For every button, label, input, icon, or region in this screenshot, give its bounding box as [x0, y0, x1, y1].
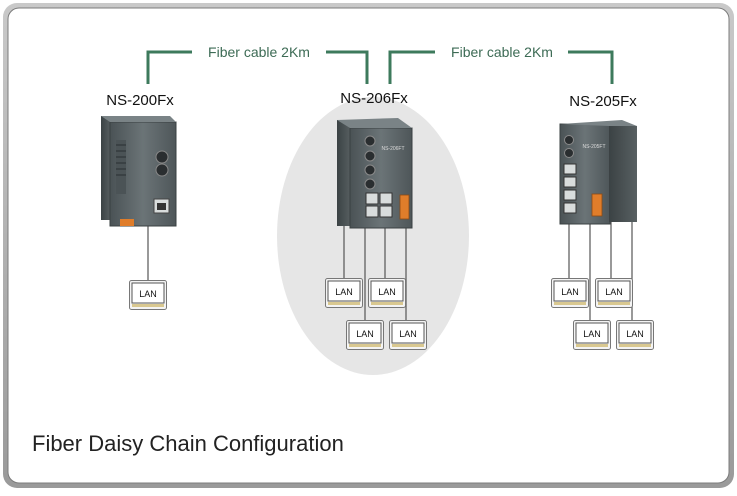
lan-label: LAN	[378, 287, 396, 297]
rj45-port	[379, 192, 393, 205]
device-ns206fx: NS-206FT	[337, 118, 413, 229]
lan-port-icon: LAN	[616, 320, 654, 350]
lan-port-icon: LAN	[368, 278, 406, 308]
rj45-port	[563, 163, 577, 175]
lan-label: LAN	[399, 329, 417, 339]
fiber-port	[364, 150, 376, 162]
lan-port-icon: LAN	[129, 280, 167, 310]
device-label-ns205fx: NS-205Fx	[569, 93, 637, 110]
terminal-block	[399, 194, 410, 220]
fiber-port	[364, 135, 376, 147]
lan-port-icon: LAN	[389, 320, 427, 350]
fiber-cable-right-start	[388, 50, 435, 84]
lan-label: LAN	[561, 287, 579, 297]
fiber-cable-left-end	[326, 50, 369, 84]
rj45-port	[365, 205, 379, 218]
rj45-port	[365, 192, 379, 205]
cable-label-right: Fiber cable 2Km	[451, 44, 553, 60]
rj45-port	[563, 202, 577, 214]
lan-port-icon: LAN	[346, 320, 384, 350]
power-connector	[120, 219, 134, 226]
terminal-block	[591, 193, 603, 217]
lan-label: LAN	[583, 329, 601, 339]
device-label-ns200fx: NS-200Fx	[106, 92, 174, 109]
fiber-port	[364, 164, 376, 176]
lan-port-icon: LAN	[595, 278, 633, 308]
lan-port-icon: LAN	[325, 278, 363, 308]
faceplate-label-ns206ft: NS-206FT	[381, 146, 404, 152]
fiber-port	[564, 148, 574, 158]
lan-label: LAN	[605, 287, 623, 297]
lan-port-icon: LAN	[573, 320, 611, 350]
rj45-port	[379, 205, 393, 218]
lan-label: LAN	[335, 287, 353, 297]
device-label-ns206fx: NS-206Fx	[340, 90, 408, 107]
faceplate-label-ns205ft: NS-205FT	[582, 144, 605, 150]
fiber-port	[364, 178, 376, 190]
diagram-caption: Fiber Daisy Chain Configuration	[32, 431, 344, 456]
cable-label-left: Fiber cable 2Km	[208, 44, 310, 60]
lan-label: LAN	[139, 289, 157, 299]
lan-port-icon: LAN	[551, 278, 589, 308]
fiber-cable-left-start	[146, 50, 192, 84]
fiber-port	[155, 150, 169, 164]
device-ns205fx: NS-205FT	[559, 120, 637, 225]
fiber-port	[155, 163, 169, 177]
fiber-cable-right-end	[568, 50, 614, 84]
device-ns200fx	[101, 116, 177, 227]
rj45-port	[563, 176, 577, 188]
fiber-port	[564, 135, 574, 145]
lan-label: LAN	[356, 329, 374, 339]
lan-label: LAN	[626, 329, 644, 339]
rj45-port	[563, 189, 577, 201]
